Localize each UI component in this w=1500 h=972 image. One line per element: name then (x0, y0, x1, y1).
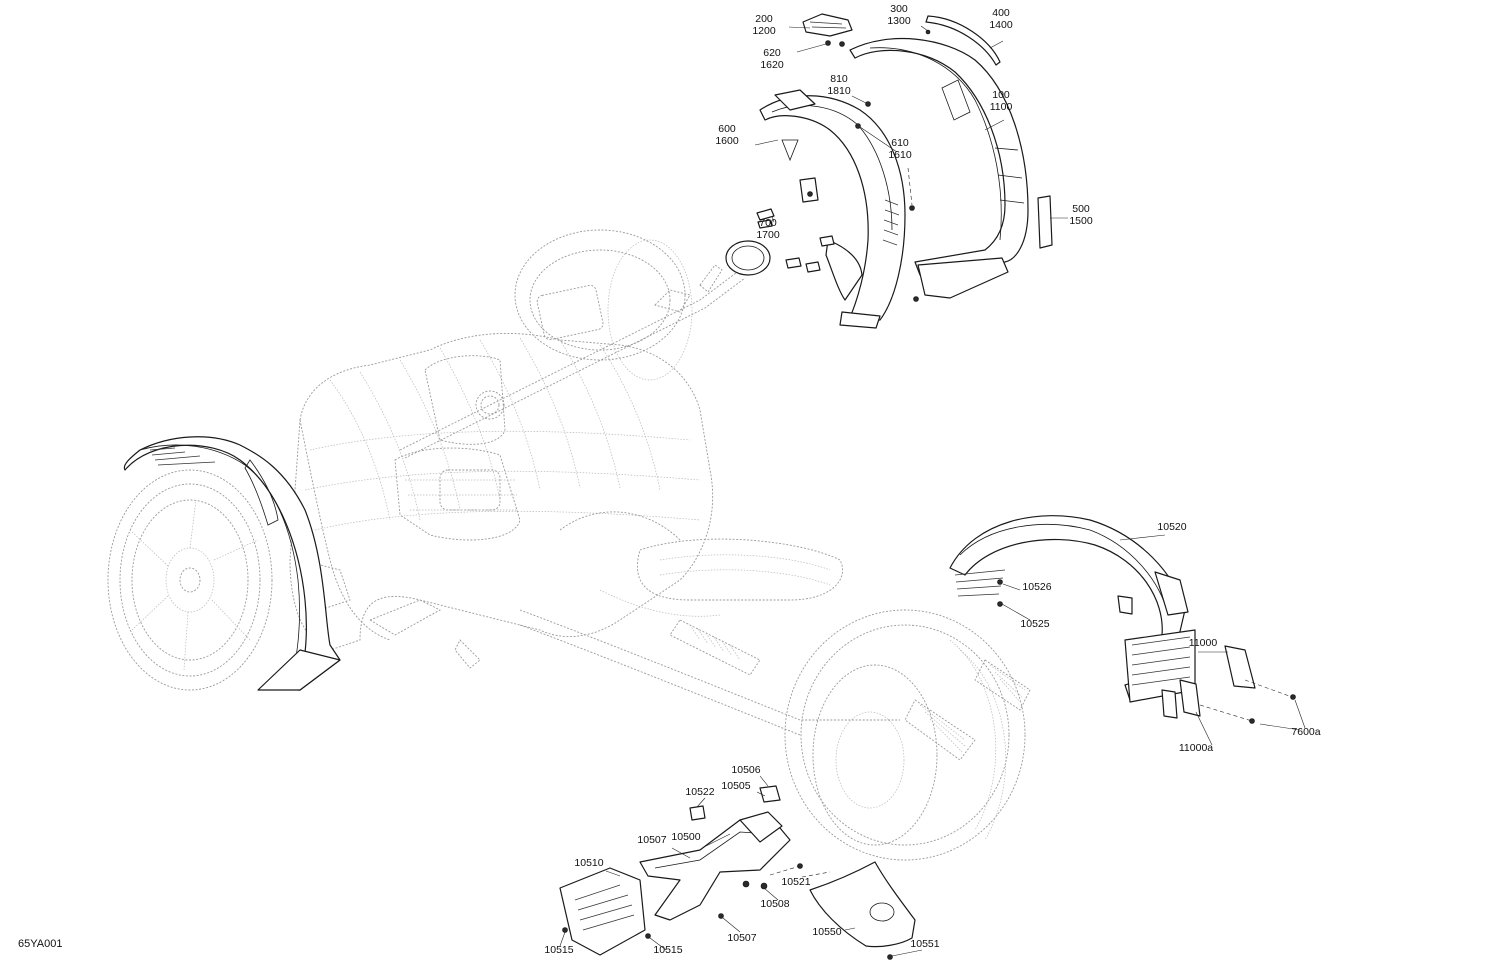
callout-c10551: 10551 (910, 938, 939, 950)
callout-c10522: 10522 (685, 786, 714, 798)
callout-line: 300 (890, 3, 908, 15)
callout-c10507b: 10507 (727, 932, 756, 944)
callout-line: 10508 (760, 898, 789, 910)
callout-c10515b: 10515 (653, 944, 682, 956)
callout-line: 10515 (544, 944, 573, 956)
callout-line: 1500 (1069, 215, 1093, 227)
callout-line: 700 (759, 217, 777, 229)
callout-line: 11000a (1179, 742, 1213, 754)
callout-line: 7600a (1291, 726, 1320, 738)
callout-line: 10507 (637, 834, 666, 846)
left-front-fender (123, 436, 341, 691)
callout-c10515a: 10515 (544, 944, 573, 956)
callout-line: 10550 (812, 926, 841, 938)
callout-c11000: 11000 (1189, 637, 1218, 649)
vehicle-ghost (107, 229, 1031, 861)
callout-line: 100 (992, 89, 1010, 101)
callout-line: 10515 (653, 944, 682, 956)
callout-c11000a: 11000a (1179, 742, 1213, 754)
callout-c10508: 10508 (760, 898, 789, 910)
callout-line: 610 (891, 137, 909, 149)
callout-c10526: 10526 (1022, 581, 1051, 593)
callout-line: 500 (1072, 203, 1090, 215)
callout-line: 1700 (756, 229, 780, 241)
callout-line: 10522 (685, 786, 714, 798)
callout-line: 1400 (989, 19, 1013, 31)
callout-line: 10551 (910, 938, 939, 950)
callout-line: 600 (718, 123, 736, 135)
callout-c10520: 10520 (1157, 521, 1186, 533)
callout-c10507a: 10507 (637, 834, 666, 846)
callout-line: 10510 (574, 857, 603, 869)
callout-line: 620 (763, 47, 781, 59)
callout-line: 1200 (752, 25, 776, 37)
callout-line: 1810 (827, 85, 851, 97)
callout-c10506: 10506 (731, 764, 760, 776)
callout-line: 1620 (760, 59, 784, 71)
callout-line: 1300 (887, 15, 911, 27)
callout-line: 200 (755, 13, 773, 25)
callout-c7600a: 7600a (1291, 726, 1320, 738)
callout-c10510: 10510 (574, 857, 603, 869)
callout-c10505: 10505 (721, 780, 750, 792)
callout-c10500: 10500 (671, 831, 700, 843)
callout-line: 10500 (671, 831, 700, 843)
callout-line: 11000 (1189, 637, 1218, 649)
callout-line: 10506 (731, 764, 760, 776)
front-fender-assembly (756, 13, 1053, 329)
callout-c10550: 10550 (812, 926, 841, 938)
callout-line: 810 (830, 73, 848, 85)
callout-line: 1600 (715, 135, 739, 147)
lower-bracket-assembly (559, 785, 916, 960)
callout-line: 10526 (1022, 581, 1051, 593)
leader-lines (559, 25, 1306, 957)
callout-line: 10507 (727, 932, 756, 944)
rear-fender (949, 515, 1296, 724)
callout-line: 10525 (1020, 618, 1049, 630)
callout-line: 1100 (990, 101, 1013, 113)
figure-code: 65YA001 (18, 938, 62, 950)
callout-line: 10520 (1157, 521, 1186, 533)
callout-line: 10505 (721, 780, 750, 792)
callout-c10521: 10521 (781, 876, 810, 888)
callout-line: 400 (992, 7, 1010, 19)
callout-c10525: 10525 (1020, 618, 1049, 630)
callout-line: 10521 (781, 876, 810, 888)
callout-line: 1610 (888, 149, 912, 161)
